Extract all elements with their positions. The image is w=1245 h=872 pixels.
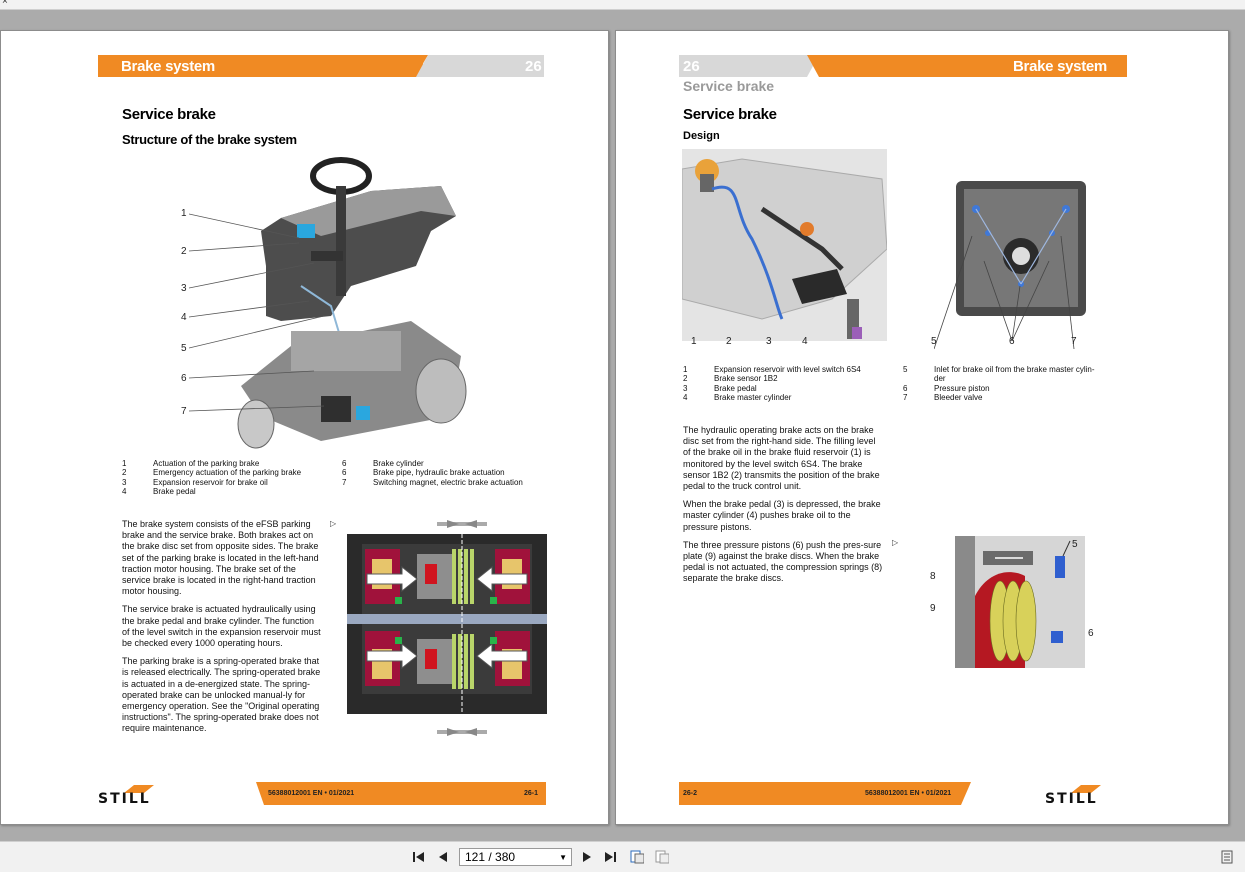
page-footer: 56388012001 EN • 01/2021 26-1 — [256, 782, 546, 805]
document-viewer[interactable]: Brake system 26 Service brake Structure … — [0, 10, 1245, 841]
figure-number: 6 — [1009, 336, 1015, 347]
header-title: Brake system — [1013, 58, 1107, 75]
next-page-button[interactable] — [580, 850, 594, 864]
left-page: Brake system 26 Service brake Structure … — [0, 30, 609, 825]
two-page-view-icon — [655, 850, 669, 864]
body-text: The brake system consists of the eFSB pa… — [122, 519, 322, 742]
menu-button[interactable] — [1220, 850, 1234, 864]
single-page-view-icon — [630, 850, 644, 864]
figure-number: 3 — [766, 336, 772, 347]
paragraph: The three pressure pistons (6) push the … — [683, 539, 883, 584]
title-bar: × — [0, 0, 1245, 10]
figure-number: 6 — [181, 373, 187, 384]
right-page: 26 Brake system Service brake Service br… — [615, 30, 1229, 825]
figure-number: 8 — [930, 571, 936, 582]
footer-doc-number: 56388012001 EN • 01/2021 — [268, 790, 355, 797]
figure-number: 5 — [1072, 539, 1078, 550]
brake-pedal-design-illustration — [682, 149, 887, 341]
figure-number: 4 — [802, 336, 808, 347]
subsection-heading: Structure of the brake system — [122, 132, 297, 147]
still-flame-icon — [1071, 785, 1101, 793]
page-footer: 26-2 56388012001 EN • 01/2021 — [679, 782, 971, 805]
previous-page-button[interactable] — [436, 850, 450, 864]
next-page-icon — [583, 852, 591, 862]
page-header: 26 Brake system — [679, 55, 1127, 77]
leader-lines — [934, 235, 1075, 350]
header-chapter-number: 26 — [683, 58, 700, 75]
section-heading: Service brake — [122, 106, 216, 123]
leader-lines — [189, 213, 325, 412]
page-header: Brake system 26 — [98, 55, 544, 77]
section-heading: Service brake — [683, 106, 777, 123]
still-logo: STILL — [98, 785, 183, 807]
paragraph: The parking brake is a spring-operated b… — [122, 656, 321, 734]
paragraph: The brake system consists of the eFSB pa… — [122, 519, 319, 597]
figure-number: 4 — [181, 312, 187, 323]
figure-number: 7 — [1071, 336, 1077, 347]
footer-page-number: 26-1 — [524, 790, 539, 797]
still-logo: STILL — [1045, 785, 1130, 807]
last-page-button[interactable] — [604, 850, 618, 864]
brake-cross-section-diagram — [347, 520, 547, 736]
menu-icon — [1221, 850, 1233, 864]
continue-marker-icon: ▷ — [330, 519, 337, 528]
figure-number: 5 — [931, 336, 937, 347]
footer-doc-number: 56388012001 EN • 01/2021 — [865, 790, 952, 797]
first-page-button[interactable] — [412, 850, 426, 864]
paragraph: The service brake is actuated hydraulica… — [122, 604, 321, 649]
first-page-icon — [413, 852, 424, 862]
pressure-plate-detail-illustration — [955, 536, 1085, 668]
legend-item: der — [934, 374, 946, 384]
paragraph: When the brake pedal (3) is depressed, t… — [683, 499, 881, 532]
two-page-view-button[interactable] — [655, 850, 669, 864]
figure-number: 2 — [181, 246, 187, 257]
subsection-heading: Design — [683, 130, 720, 142]
close-icon[interactable]: × — [2, 0, 8, 7]
footer-page-number: 26-2 — [683, 790, 698, 797]
header-title: Brake system — [121, 58, 215, 75]
prev-page-icon — [439, 852, 447, 862]
continue-marker-icon: ▷ — [892, 538, 899, 547]
brake-system-structure-illustration — [237, 157, 467, 449]
page-indicator: 121 / 380 — [465, 850, 516, 864]
chevron-down-icon: ▼ — [559, 853, 567, 862]
page-number-select[interactable]: 121 / 380 ▼ — [459, 848, 572, 866]
header-chapter-number: 26 — [525, 58, 542, 75]
figure-number: 1 — [181, 208, 187, 219]
figure-number: 1 — [691, 336, 697, 347]
last-page-icon — [605, 852, 616, 862]
paragraph: The hydraulic operating brake acts on th… — [683, 425, 880, 492]
figure-number: 9 — [930, 603, 936, 614]
body-text: The hydraulic operating brake acts on th… — [683, 425, 883, 592]
single-page-view-button[interactable] — [630, 850, 644, 864]
figure-number: 5 — [181, 343, 187, 354]
still-flame-icon — [124, 785, 154, 793]
navigation-toolbar: 121 / 380 ▼ — [0, 841, 1245, 872]
figure-number: 3 — [181, 283, 187, 294]
brake-housing-illustration — [956, 181, 1086, 316]
figure-number: 6 — [1088, 628, 1094, 639]
figure-number: 7 — [181, 406, 187, 417]
header-diagonal — [403, 55, 428, 77]
figure-number: 2 — [726, 336, 732, 347]
running-subheader: Service brake — [683, 78, 775, 94]
